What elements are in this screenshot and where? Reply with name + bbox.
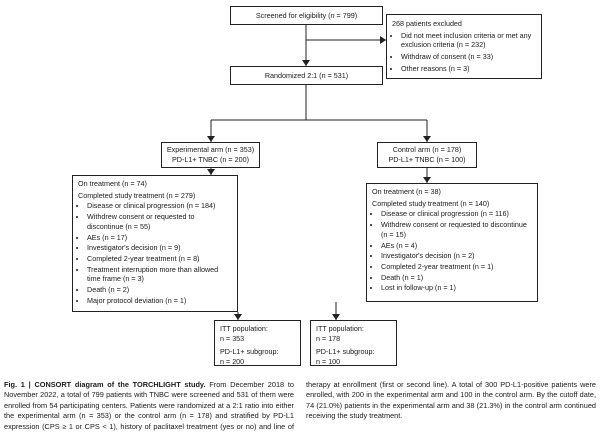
experimental-subgroup-n: n = 200 (220, 357, 245, 367)
control-arm-pdl1: PD-L1+ TNBC (n = 100) (388, 155, 466, 164)
control-arm-title: Control arm (n = 178) (392, 145, 462, 155)
control-reason-item: Withdrew consent or requested to discont… (381, 220, 532, 239)
caption-label: Fig. 1 | CONSORT diagram of the TORCHLIG… (4, 380, 206, 389)
control-reason-item: Disease or clinical progression (n = 116… (381, 209, 532, 219)
arrowhead-control (423, 136, 431, 142)
randomized-box: Randomized 2:1 (n = 531) (230, 66, 383, 85)
screened-text: Screened for eligibility (n = 799) (255, 10, 358, 20)
arrowhead-experimental (207, 136, 215, 142)
control-reason-item: Death (n = 1) (381, 273, 532, 283)
screened-box: Screened for eligibility (n = 799) (230, 6, 383, 25)
control-itt-box: ITT population: n = 178 PD-L1+ subgroup:… (310, 320, 397, 366)
flow-connectors (207, 25, 431, 320)
experimental-completed: Completed study treatment (n = 279) (78, 190, 196, 200)
control-itt-label: ITT population: (316, 324, 364, 333)
control-arm-box: Control arm (n = 178) PD-L1+ TNBC (n = 1… (377, 142, 477, 168)
experimental-itt-label: ITT population: (220, 324, 268, 333)
experimental-arm-box: Experimental arm (n = 353) PD-L1+ TNBC (… (161, 142, 260, 168)
experimental-reason-item: Major protocol deviation (n = 1) (87, 296, 232, 306)
experimental-reason-item: Treatment interruption more than allowed… (87, 265, 232, 284)
experimental-itt-box: ITT population: n = 353 PD-L1+ subgroup:… (214, 320, 301, 366)
experimental-reason-item: Investigator's decision (n = 9) (87, 243, 232, 253)
experimental-reason-list: Disease or clinical progression (n = 184… (78, 201, 232, 305)
arrowhead-exclusion (380, 36, 386, 44)
experimental-on-treatment: On treatment (n = 74) (78, 179, 147, 188)
control-reason-item: Completed 2-year treatment (n = 1) (381, 262, 532, 272)
arrowhead-experimental-itt (234, 314, 242, 320)
experimental-itt-n: n = 353 (220, 333, 245, 343)
arrowhead-randomized (302, 60, 310, 66)
excluded-title: 268 patients excluded (392, 19, 462, 28)
excluded-item: Other reasons (n = 3) (401, 64, 536, 74)
control-reason-item: AEs (n = 4) (381, 241, 532, 251)
experimental-subgroup-label: PD-L1+ subgroup: (220, 347, 279, 357)
caption-body: From December 2018 to November 2022, a t… (4, 380, 596, 431)
arrowhead-control-followup (423, 177, 431, 183)
arrowhead-control-itt (332, 314, 340, 320)
control-completed: Completed study treatment (n = 140) (372, 198, 490, 208)
experimental-arm-title: Experimental arm (n = 353) (166, 145, 255, 155)
experimental-reason-item: Withdrew consent or requested to discont… (87, 212, 232, 231)
figure-caption: Fig. 1 | CONSORT diagram of the TORCHLIG… (4, 380, 596, 432)
control-reason-list: Disease or clinical progression (n = 116… (372, 209, 532, 293)
control-reason-item: Lost in follow-up (n = 1) (381, 283, 532, 293)
experimental-arm-pdl1: PD-L1+ TNBC (n = 200) (172, 155, 249, 164)
experimental-followup-box: On treatment (n = 74) Completed study tr… (72, 175, 238, 312)
excluded-box: 268 patients excluded Did not meet inclu… (386, 14, 542, 79)
control-reason-item: Investigator's decision (n = 2) (381, 251, 532, 261)
control-followup-box: On treatment (n = 38) Completed study tr… (366, 183, 538, 302)
excluded-list: Did not meet inclusion criteria or met a… (392, 31, 536, 74)
control-on-treatment: On treatment (n = 38) (372, 187, 441, 196)
experimental-reason-item: Death (n = 2) (87, 285, 232, 295)
control-subgroup-n: n = 100 (316, 357, 341, 367)
excluded-item: Did not meet inclusion criteria or met a… (401, 31, 536, 50)
arrowhead-experimental-followup (207, 169, 215, 175)
control-itt-n: n = 178 (316, 333, 341, 343)
experimental-reason-item: Disease or clinical progression (n = 184… (87, 201, 232, 211)
control-subgroup-label: PD-L1+ subgroup: (316, 347, 375, 357)
randomized-text: Randomized 2:1 (n = 531) (264, 70, 349, 80)
experimental-reason-item: AEs (n = 17) (87, 233, 232, 243)
excluded-item: Withdraw of consent (n = 33) (401, 52, 536, 62)
experimental-reason-item: Completed 2-year treatment (n = 8) (87, 254, 232, 264)
